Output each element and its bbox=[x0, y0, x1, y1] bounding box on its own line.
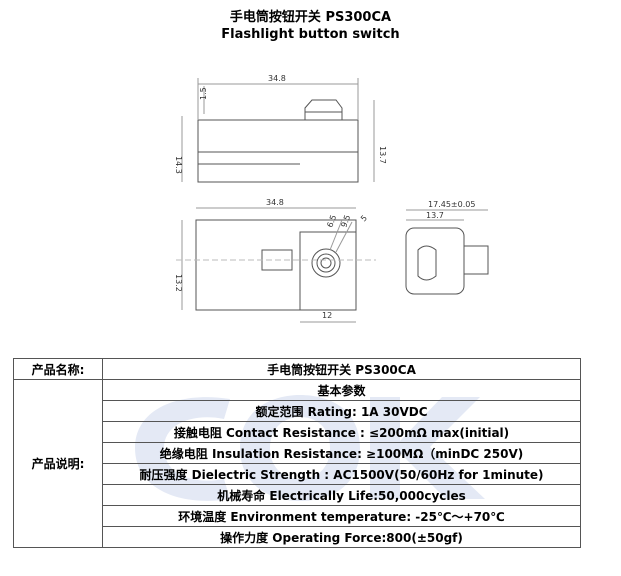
dim-small-1: 1.5 bbox=[199, 87, 208, 100]
table-row: 接触电阻 Contact Resistance : ≤200mΩ max(ini… bbox=[14, 421, 581, 443]
table-row: 机械寿命 Electrically Life:50,000cycles bbox=[14, 484, 581, 506]
spec-row-7: 操作力度 Operating Force:800(±50gf) bbox=[102, 526, 581, 548]
dim-mid-left: 13.2 bbox=[174, 274, 183, 292]
product-name-value: 手电筒按钮开关 PS300CA bbox=[102, 358, 581, 380]
switch-button-cap bbox=[304, 99, 343, 120]
spec-row-4: 耐压强度 Dielectric Strength : AC1500V(50/60… bbox=[102, 463, 581, 485]
table-row: 产品说明: 基本参数 bbox=[13, 379, 581, 548]
technical-drawing: 34.8 13.7 14.3 1.5 34.8 13.2 12 6.5 9.5 … bbox=[174, 74, 489, 323]
dim-mid-bottom: 12 bbox=[322, 311, 332, 320]
switch-front-view-body bbox=[195, 219, 357, 311]
switch-side-view-body bbox=[405, 227, 465, 295]
dim-top-width: 34.8 bbox=[268, 74, 286, 83]
table-row: 耐压强度 Dielectric Strength : AC1500V(50/60… bbox=[14, 463, 581, 485]
dim-side-top: 17.45±0.05 bbox=[428, 200, 475, 209]
spec-row-0: 基本参数 bbox=[102, 379, 581, 401]
spec-row-2: 接触电阻 Contact Resistance : ≤200mΩ max(ini… bbox=[102, 421, 581, 443]
table-row: 操作力度 Operating Force:800(±50gf) bbox=[14, 526, 581, 548]
table-row: 绝缘电阻 Insulation Resistance: ≥100MΩ（minDC… bbox=[14, 442, 581, 464]
table-row: 额定范围 Rating: 1A 30VDC bbox=[14, 400, 581, 422]
title-english: Flashlight button switch bbox=[221, 27, 400, 42]
dim-top-right-height: 13.7 bbox=[378, 146, 387, 164]
spec-row-3: 绝缘电阻 Insulation Resistance: ≥100MΩ（minDC… bbox=[102, 442, 581, 464]
dim-top-left-height: 14.3 bbox=[174, 156, 183, 174]
dim-mid-width: 34.8 bbox=[266, 198, 284, 207]
dim-diam-1: 6.5 bbox=[325, 214, 338, 229]
product-name-label: 产品名称: bbox=[13, 358, 103, 380]
switch-button-outline bbox=[311, 248, 341, 278]
dim-diam-3: 5 bbox=[359, 213, 369, 223]
spec-row-5: 机械寿命 Electrically Life:50,000cycles bbox=[102, 484, 581, 506]
spec-row-6: 环境温度 Environment temperature: -25℃～+70℃ bbox=[102, 505, 581, 527]
dim-diam-2: 9.5 bbox=[339, 214, 352, 229]
spec-row-1: 额定范围 Rating: 1A 30VDC bbox=[102, 400, 581, 422]
table-row-product-name: 产品名称: 手电筒按钮开关 PS300CA bbox=[13, 358, 581, 380]
product-desc-label: 产品说明: bbox=[13, 379, 103, 548]
dim-side-width: 13.7 bbox=[426, 211, 444, 220]
spec-table: 产品名称: 手电筒按钮开关 PS300CA 产品说明: 基本参数 额定范围 Ra… bbox=[13, 358, 581, 548]
title-chinese: 手电筒按钮开关 PS300CA bbox=[229, 10, 392, 25]
switch-top-view-body bbox=[197, 119, 359, 183]
